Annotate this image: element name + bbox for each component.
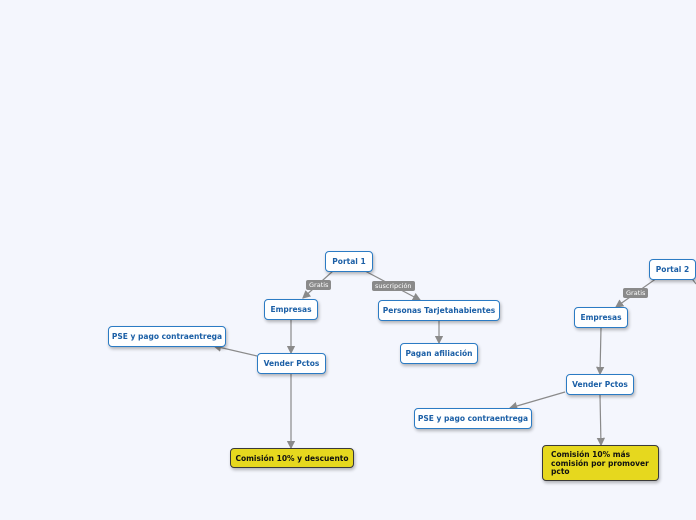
edge-vender2-comision2 xyxy=(596,394,606,447)
node-pse-contraentrega-2[interactable]: PSE y pago contraentrega xyxy=(414,408,532,429)
node-comision-descuento[interactable]: Comisión 10% y descuento xyxy=(230,448,354,468)
node-vender-pctos-2[interactable]: Vender Pctos xyxy=(566,374,634,395)
node-portal-1[interactable]: Portal 1 xyxy=(325,251,373,272)
node-empresas-1[interactable]: Empresas xyxy=(264,299,318,320)
edge-label-gratis-2: Gratis xyxy=(623,288,649,298)
edge-label-suscripcion: suscripción xyxy=(372,281,415,291)
node-pse-contraentrega-1[interactable]: PSE y pago contraentrega xyxy=(108,326,226,347)
edge-vender2-pse2 xyxy=(508,391,566,411)
node-empresas-2[interactable]: Empresas xyxy=(574,307,628,328)
node-portal-2[interactable]: Portal 2 xyxy=(649,259,696,280)
edge-label-gratis: Gratis xyxy=(306,280,332,290)
edge-empresas2-vender2 xyxy=(595,327,605,376)
node-personas-tarjetahabientes[interactable]: Personas Tarjetahabientes xyxy=(378,300,500,321)
edge-vender-pse xyxy=(212,343,258,357)
node-vender-pctos-1[interactable]: Vender Pctos xyxy=(257,353,326,374)
node-comision-promover[interactable]: Comisión 10% más comisión por promover p… xyxy=(542,445,659,481)
node-pagan-afiliacion[interactable]: Pagan afiliación xyxy=(400,343,478,364)
